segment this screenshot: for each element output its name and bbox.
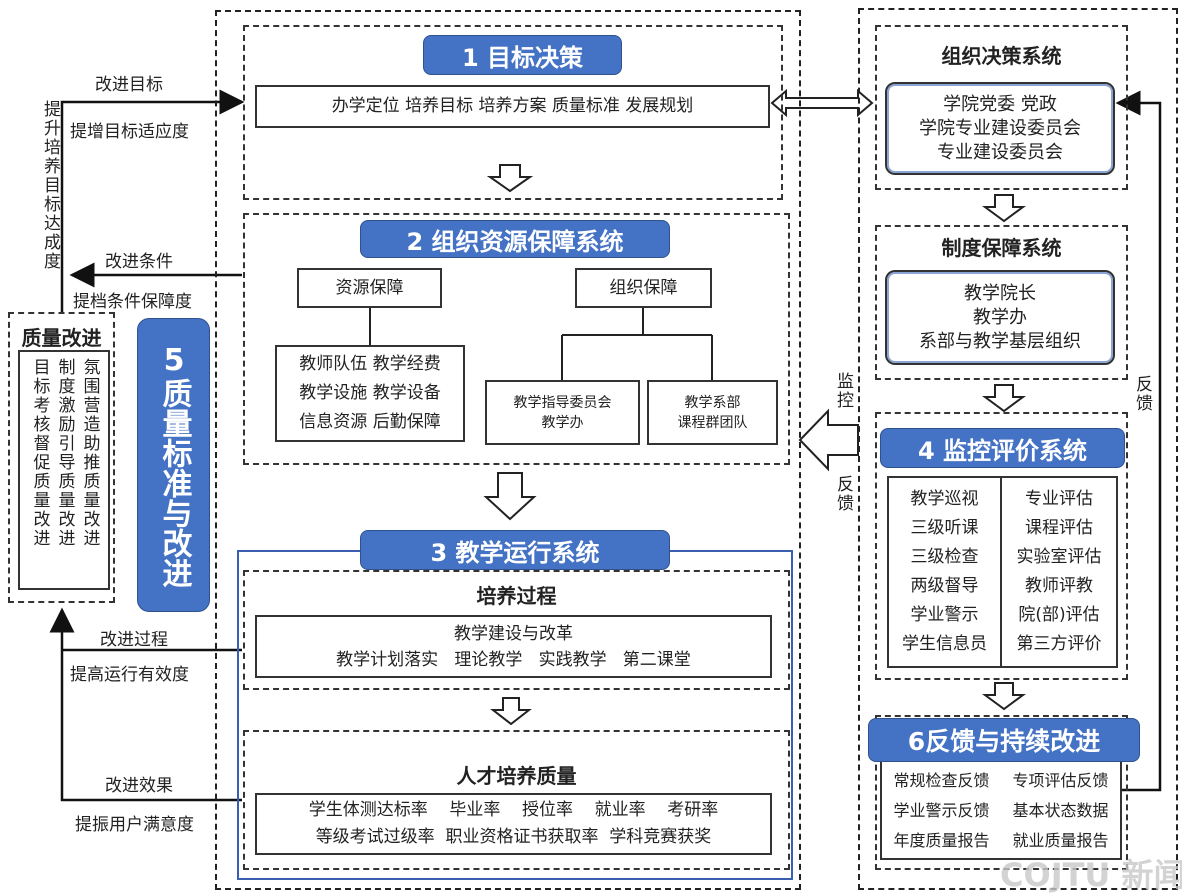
evaluation-item: 院(部)评估 xyxy=(1018,605,1100,625)
training-process-items: 教学建设与改革教学计划落实 理论教学 实践教学 第二课堂 xyxy=(255,615,772,678)
goal-items: 办学定位 培养目标 培养方案 质量标准 发展规划 xyxy=(255,85,770,128)
label-feedback: 反馈 xyxy=(833,475,853,513)
label-improve-cond: 改进条件 xyxy=(105,252,173,272)
org-item: 教学指导委员会 xyxy=(513,394,612,411)
monitor-item: 教学巡视 xyxy=(910,489,979,509)
quality-line: 学生体测达标率 毕业率 授位率 就业率 考研率 xyxy=(308,800,719,820)
evaluation-item: 课程评估 xyxy=(1025,518,1093,538)
teaching-operation-title: 3 教学运行系统 xyxy=(360,530,670,570)
institution-line: 教学办 xyxy=(973,306,1027,328)
institution-line: 教学院长 xyxy=(964,282,1036,304)
org-guarantee: 组织保障 xyxy=(575,268,712,308)
resource-item: 教学设施 教学设备 xyxy=(299,383,441,403)
monitor-item: 学生信息员 xyxy=(902,634,987,654)
org-decision-line: 学院专业建设委员会 xyxy=(919,117,1081,139)
institution-block xyxy=(875,225,1128,380)
org-decision-items: 学院党委 党政学院专业建设委员会专业建设委员会 xyxy=(885,82,1115,175)
label-improve-process: 改进过程 xyxy=(100,630,168,650)
org-item: 教学办 xyxy=(541,414,584,431)
evaluation-item: 实验室评估 xyxy=(1016,547,1102,567)
label-improve-goal: 改进目标 xyxy=(95,75,163,95)
institution-items: 教学院长教学办系部与教学基层组织 xyxy=(885,270,1115,365)
talent-quality-block xyxy=(243,730,790,870)
evaluation-item: 专业评估 xyxy=(1025,489,1093,509)
improvement-column: 目标考核督促质量改进 xyxy=(29,358,50,548)
org-decision-block xyxy=(875,25,1128,190)
evaluation-item: 第三方评价 xyxy=(1016,634,1102,654)
resource-items: 教师队伍 教学经费 教学设施 教学设备 信息资源 后勤保障 xyxy=(275,345,465,442)
process-line: 教学计划落实 理论教学 实践教学 第二课堂 xyxy=(336,649,691,670)
teaching-committee: 教学指导委员会教学办 xyxy=(485,380,640,445)
monitor-item: 两级督导 xyxy=(910,576,979,596)
evaluation-item: 教师评教 xyxy=(1025,576,1093,596)
quality-line: 等级考试过级率 职业资格证书获取率 学科竞赛获奖 xyxy=(315,827,712,847)
feedback-item: 就业质量报告 xyxy=(1012,831,1109,850)
org-decision-title: 组织决策系统 xyxy=(941,44,1062,68)
training-process-block xyxy=(243,570,790,690)
resource-item: 教师队伍 教学经费 xyxy=(299,354,441,374)
resource-item: 信息资源 后勤保障 xyxy=(299,412,441,432)
talent-quality-items: 学生体测达标率 毕业率 授位率 就业率 考研率等级考试过级率 职业资格证书获取率… xyxy=(255,793,772,855)
main-frame xyxy=(215,10,801,890)
monitor-item: 学业警示 xyxy=(910,605,979,625)
org-decision-line: 专业建设委员会 xyxy=(937,141,1063,163)
feedback-title: 6反馈与持续改进 xyxy=(868,718,1140,762)
org-decision-line: 学院党委 党政 xyxy=(943,93,1057,115)
institution-title: 制度保障系统 xyxy=(941,236,1062,260)
quality-improvement-items: 氛围营造助推质量改进 制度激励引导质量改进 目标考核督促质量改进 xyxy=(18,350,110,590)
org-item: 教学系部 xyxy=(684,394,741,411)
goal-decision-block xyxy=(243,25,783,200)
label-monitor: 监控 xyxy=(833,372,853,410)
org-item: 课程群团队 xyxy=(677,414,748,431)
improvement-column: 氛围营造助推质量改进 xyxy=(79,358,100,548)
right-frame xyxy=(858,8,1178,890)
quality-improvement-title: 质量改进 xyxy=(21,326,102,350)
goal-decision-title: 1 目标决策 xyxy=(423,35,622,75)
feedback-item: 基本状态数据 xyxy=(1012,801,1109,820)
label-right-feedback: 反馈 xyxy=(1132,375,1152,413)
label-cond: 提档条件保障度 xyxy=(73,292,192,312)
feedback-item: 年度质量报告 xyxy=(893,831,990,850)
talent-quality-title: 人才培养质量 xyxy=(456,764,577,788)
watermark: COJTU 新闻 xyxy=(1000,856,1182,894)
quality-standard-title: 5质量标准与改进 xyxy=(137,318,210,612)
process-line: 教学建设与改革 xyxy=(454,623,573,644)
monitor-title: 4 监控评价系统 xyxy=(880,428,1125,468)
monitor-item: 三级检查 xyxy=(910,547,979,567)
feedback-block xyxy=(875,715,1128,870)
label-vertical-goal: 提升培养目标达成度 xyxy=(40,100,60,271)
quality-improvement-block xyxy=(8,312,115,603)
resource-guarantee: 资源保障 xyxy=(297,268,442,308)
monitor-items: 教学巡视三级听课三级检查两级督导学业警示学生信息员 专业评估课程评估实验室评估教… xyxy=(887,476,1118,668)
feedback-item: 专项评估反馈 xyxy=(1012,771,1109,790)
feedback-item: 学业警示反馈 xyxy=(893,801,990,820)
institution-line: 系部与教学基层组织 xyxy=(919,330,1081,352)
label-process: 提高运行有效度 xyxy=(70,665,189,685)
feedback-items: 常规检查反馈学业警示反馈年度质量报告 专项评估反馈基本状态数据就业质量报告 xyxy=(880,760,1122,860)
label-improve-effect: 改进效果 xyxy=(105,776,173,796)
monitor-item: 三级听课 xyxy=(910,518,979,538)
label-effect: 提振用户满意度 xyxy=(75,815,194,835)
feedback-item: 常规检查反馈 xyxy=(893,771,990,790)
resource-title: 2 组织资源保障系统 xyxy=(360,220,670,258)
improvement-column: 制度激励引导质量改进 xyxy=(54,358,75,548)
label-goal-adapt: 提增目标适应度 xyxy=(70,122,189,142)
teaching-department: 教学系部课程群团队 xyxy=(647,380,778,445)
monitor-block xyxy=(875,412,1128,680)
resource-block xyxy=(243,213,790,465)
training-process-title: 培养过程 xyxy=(476,584,557,608)
